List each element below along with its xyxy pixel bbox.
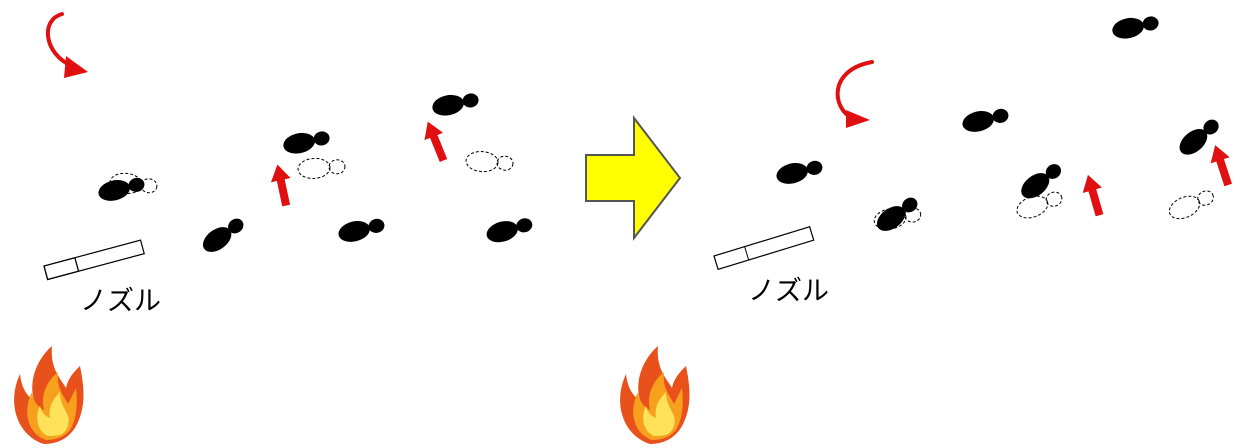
left-panel: [14, 14, 535, 444]
right-arrow-icon: [586, 118, 680, 238]
rotate-arrow-icon: [838, 62, 872, 128]
footprint-icon: [872, 192, 922, 236]
footprint-icon: [1017, 159, 1066, 204]
step-arrow-icon: [1078, 172, 1109, 218]
right-panel: [620, 12, 1238, 444]
footprint-outline-icon: [297, 156, 345, 179]
footprint-outline-icon: [465, 150, 513, 173]
step-arrow-icon: [268, 162, 296, 207]
step-arrow-icon: [1206, 142, 1238, 188]
footprint-icon: [774, 156, 824, 187]
footprint-outline-icon: [1166, 186, 1217, 223]
footprint-icon: [430, 89, 480, 118]
footprint-icon: [96, 173, 146, 204]
step-arrow-icon: [418, 118, 452, 164]
footprint-icon: [198, 213, 248, 257]
nozzle-icon: [44, 240, 144, 279]
flame-icon: [620, 346, 689, 444]
flame-icon: [14, 346, 83, 444]
footprint-icon: [336, 214, 386, 245]
footprint-icon: [484, 213, 535, 245]
nozzle-icon: [714, 227, 814, 270]
rotate-arrow-icon: [48, 14, 88, 78]
nozzle-label: ノズル: [80, 288, 161, 315]
footprint-icon: [1110, 12, 1160, 41]
footprint-icon: [960, 104, 1010, 135]
nozzle-label: ノズル: [748, 278, 829, 305]
footprint-icon: [281, 127, 331, 156]
